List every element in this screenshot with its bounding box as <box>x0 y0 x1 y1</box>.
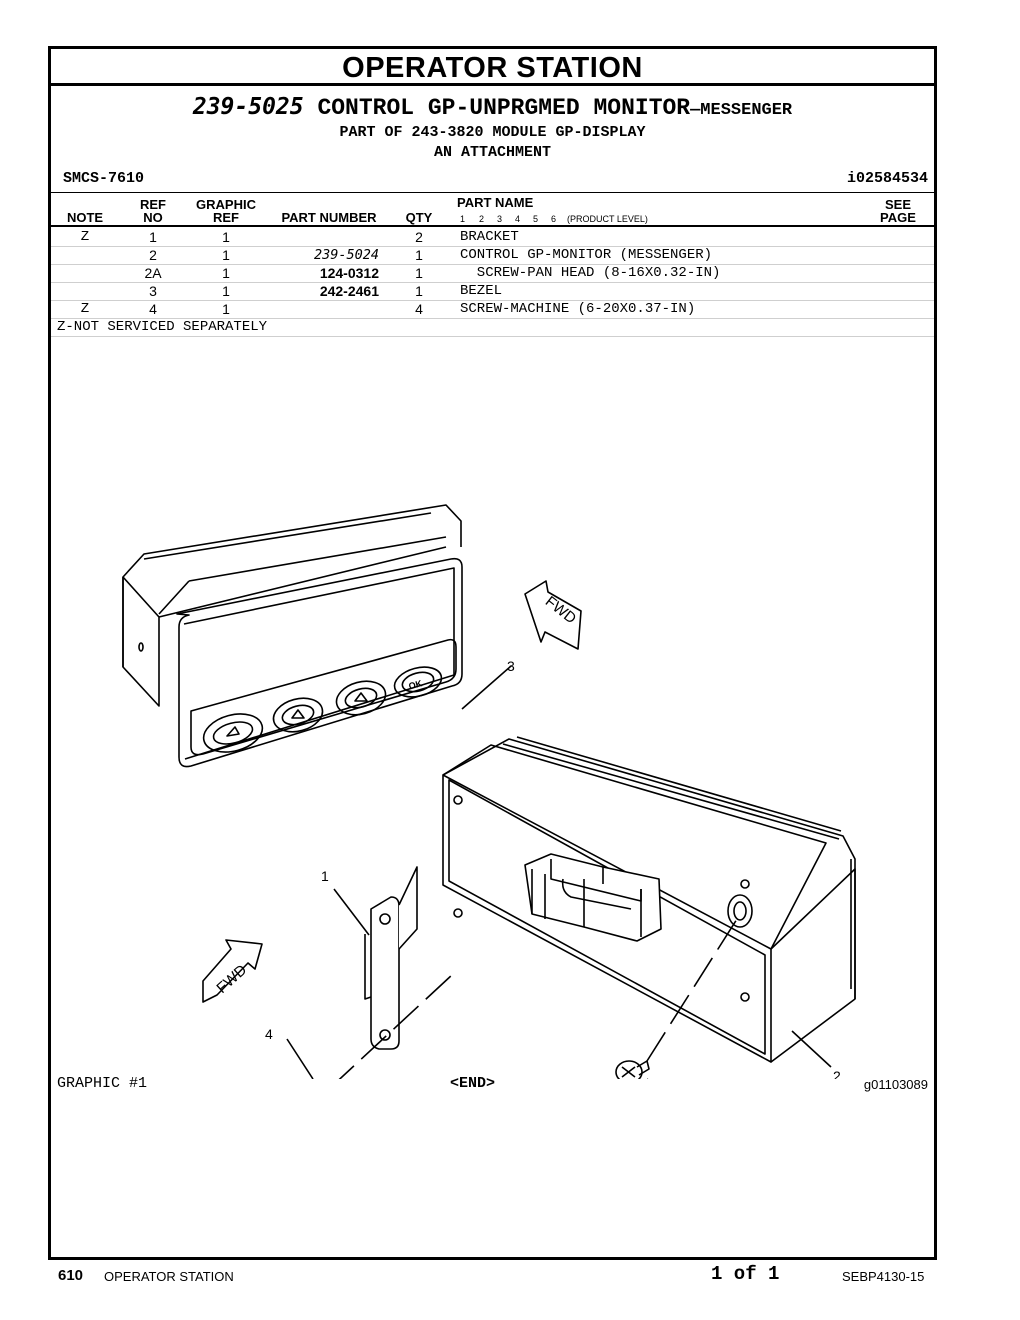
section-title: OPERATOR STATION <box>51 49 934 86</box>
cell-part-number: 239-5024 <box>313 247 379 263</box>
attachment-line: AN ATTACHMENT <box>433 144 552 161</box>
screw-2a <box>615 1060 650 1079</box>
footer-doc-id: SEBP4130-15 <box>842 1269 925 1284</box>
cell-name: CONTROL GP-MONITOR (MESSENGER) <box>460 247 713 263</box>
fwd-arrow-bottom <box>202 939 263 1003</box>
col-note: NOTE <box>66 210 104 225</box>
level-1: 1 <box>460 214 466 224</box>
cell-qty: 4 <box>415 301 423 317</box>
cell-name: BEZEL <box>460 283 503 299</box>
exploded-view-diagram: 1 2 2A 3 4 FWD FWD OK <box>122 504 856 1079</box>
cell-ref: 4 <box>149 301 157 317</box>
fwd-arrow-top <box>524 580 582 650</box>
table-row: 2A 1 124-0312 1 SCREW-PAN HEAD (8-16X0.32-I… <box>51 264 934 283</box>
col-graphic-top: GRAPHIC <box>196 197 256 212</box>
table-row: 3 1 242-2461 1 BEZEL <box>51 282 934 301</box>
col-see-top: SEE <box>884 197 911 212</box>
footer-section: OPERATOR STATION <box>104 1269 234 1284</box>
monitor-front-view <box>122 504 463 768</box>
cell-part-number: 124-0312 <box>319 265 379 281</box>
header-bottom-rule <box>51 225 934 227</box>
smcs-code: SMCS-7610 <box>63 170 145 187</box>
callout-2: 2 <box>833 1068 841 1079</box>
col-graphic-bottom: REF <box>213 210 239 225</box>
ok-button-label: OK <box>408 678 424 691</box>
info-id: i02584534 <box>846 170 928 187</box>
footnote: Z-NOT SERVICED SEPARATELY <box>57 319 268 335</box>
cell-qty: 1 <box>415 283 423 299</box>
callout-leaders <box>286 665 832 1079</box>
level-5: 5 <box>533 214 539 224</box>
graphic-label: GRAPHIC #1 <box>57 1075 148 1092</box>
group-name: CONTROL GP-UNPRGMED MONITOR <box>317 95 691 121</box>
group-heading: 239-5025 CONTROL GP-UNPRGMED MONITOR—MES… <box>51 94 934 121</box>
group-part-number: 239-5025 <box>192 94 304 120</box>
level-3: 3 <box>497 214 503 224</box>
assembly-lines <box>338 918 738 1079</box>
bracket <box>364 866 418 1050</box>
col-ref-top: REF <box>140 197 166 212</box>
level-6: 6 <box>551 214 557 224</box>
header-top-rule <box>51 192 934 193</box>
cell-qty: 2 <box>415 229 423 245</box>
table-row: Z 4 1 4 SCREW-MACHINE (6-20X0.37-IN) <box>51 300 934 319</box>
col-qty: QTY <box>405 210 433 225</box>
cell-graphic: 1 <box>222 283 230 299</box>
col-see-bottom: PAGE <box>880 210 916 225</box>
cell-graphic: 1 <box>222 247 230 263</box>
callout-3: 3 <box>507 658 515 674</box>
callout-1: 1 <box>321 868 329 884</box>
cell-graphic: 1 <box>222 229 230 245</box>
part-of-line: PART OF 243-3820 MODULE GP-DISPLAY <box>339 124 646 141</box>
cell-ref: 1 <box>149 229 157 245</box>
col-ref-bottom: NO <box>143 210 163 225</box>
table-row: Z 1 1 2 BRACKET <box>51 228 934 247</box>
group-suffix: —MESSENGER <box>690 101 793 120</box>
cell-name: BRACKET <box>460 229 519 245</box>
cell-note: Z <box>80 301 90 317</box>
footnote-row: Z-NOT SERVICED SEPARATELY <box>51 318 934 337</box>
table-row: 2 1 239-5024 1 CONTROL GP-MONITOR (MESSENGER… <box>51 246 934 265</box>
product-level-label: (PRODUCT LEVEL) <box>567 214 648 224</box>
page-frame: OPERATOR STATION 239-5025 CONTROL GP-UNP… <box>48 46 937 1260</box>
graphic-code: g01103089 <box>863 1077 928 1092</box>
cell-graphic: 1 <box>222 265 230 281</box>
footer-page-number: 610 <box>58 1267 84 1284</box>
cell-graphic: 1 <box>222 301 230 317</box>
level-2: 2 <box>479 214 485 224</box>
cell-qty: 1 <box>415 265 423 281</box>
level-4: 4 <box>515 214 521 224</box>
end-marker: <END> <box>450 1075 496 1092</box>
cell-name: SCREW-MACHINE (6-20X0.37-IN) <box>460 301 696 317</box>
cell-note: Z <box>80 229 90 245</box>
monitor-rear-view <box>442 736 856 1063</box>
cell-ref: 3 <box>149 283 157 299</box>
cell-part-number: 242-2461 <box>319 283 379 299</box>
cell-name: SCREW-PAN HEAD (8-16X0.32-IN) <box>460 265 721 281</box>
cell-ref: 2 <box>149 247 157 263</box>
cell-qty: 1 <box>415 247 423 263</box>
col-part-number: PART NUMBER <box>281 210 377 225</box>
callout-4: 4 <box>265 1026 273 1042</box>
col-part-name: PART NAME <box>457 195 534 210</box>
cell-ref: 2A <box>144 265 162 281</box>
footer-page-of: 1 of 1 <box>711 1263 780 1285</box>
